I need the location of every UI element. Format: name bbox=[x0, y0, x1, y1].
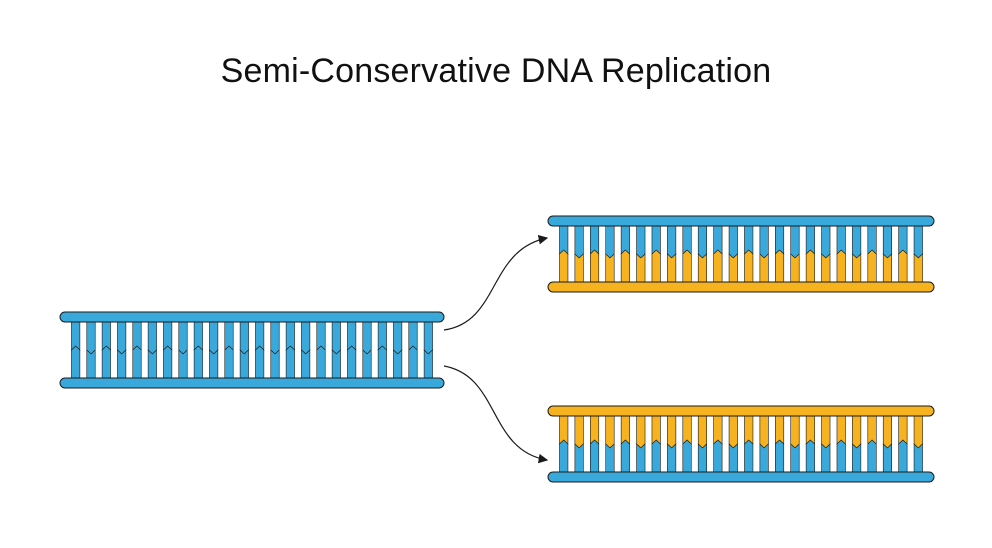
base-pair bbox=[805, 415, 815, 473]
base-pair bbox=[728, 415, 738, 473]
base-pair bbox=[270, 321, 280, 379]
base-pair bbox=[651, 225, 661, 283]
base-pair bbox=[620, 225, 630, 283]
base-pair bbox=[301, 321, 311, 379]
base-pair bbox=[636, 225, 646, 283]
base-pair bbox=[590, 225, 600, 283]
daughter-dna-1 bbox=[547, 215, 935, 293]
top-strand bbox=[547, 215, 935, 227]
base-pair bbox=[667, 225, 677, 283]
bottom-strand bbox=[547, 281, 935, 293]
base-pair bbox=[574, 225, 584, 283]
base-pair bbox=[71, 321, 81, 379]
base-pair bbox=[362, 321, 372, 379]
base-pair bbox=[852, 225, 862, 283]
base-pair bbox=[117, 321, 127, 379]
base-pair bbox=[805, 225, 815, 283]
base-pair bbox=[193, 321, 203, 379]
daughter-dna-2 bbox=[547, 405, 935, 483]
base-pair bbox=[775, 225, 785, 283]
base-pair bbox=[605, 415, 615, 473]
base-pair bbox=[393, 321, 403, 379]
base-pair bbox=[913, 415, 923, 473]
base-pair bbox=[605, 225, 615, 283]
base-pair bbox=[882, 415, 892, 473]
base-pair bbox=[713, 415, 723, 473]
base-pair bbox=[377, 321, 387, 379]
base-pair bbox=[574, 415, 584, 473]
base-pair bbox=[821, 225, 831, 283]
base-pair bbox=[913, 225, 923, 283]
base-pair bbox=[697, 415, 707, 473]
base-pair bbox=[882, 225, 892, 283]
base-pair bbox=[209, 321, 219, 379]
parent-dna bbox=[59, 311, 445, 389]
diagram-title: Semi-Conservative DNA Replication bbox=[220, 52, 772, 90]
base-pair bbox=[559, 415, 569, 473]
bottom-strand bbox=[59, 377, 445, 389]
base-pair bbox=[316, 321, 326, 379]
base-pair bbox=[867, 225, 877, 283]
base-pair bbox=[224, 321, 234, 379]
base-pair bbox=[636, 415, 646, 473]
base-pair bbox=[867, 415, 877, 473]
base-pair bbox=[101, 321, 111, 379]
base-pair bbox=[821, 415, 831, 473]
base-pair bbox=[147, 321, 157, 379]
base-pair bbox=[86, 321, 96, 379]
base-pair bbox=[178, 321, 188, 379]
top-strand bbox=[547, 405, 935, 417]
base-pair bbox=[898, 415, 908, 473]
base-pair bbox=[713, 225, 723, 283]
base-pair bbox=[132, 321, 142, 379]
base-pair bbox=[347, 321, 357, 379]
base-pair bbox=[898, 225, 908, 283]
bottom-strand bbox=[547, 471, 935, 483]
base-pair bbox=[590, 415, 600, 473]
base-pair bbox=[423, 321, 433, 379]
base-pair bbox=[667, 415, 677, 473]
base-pair bbox=[651, 415, 661, 473]
base-pair bbox=[744, 225, 754, 283]
top-strand bbox=[59, 311, 445, 323]
base-pair bbox=[759, 225, 769, 283]
base-pair bbox=[852, 415, 862, 473]
base-pair bbox=[620, 415, 630, 473]
base-pair bbox=[697, 225, 707, 283]
base-pair bbox=[255, 321, 265, 379]
base-pair bbox=[836, 415, 846, 473]
base-pair bbox=[836, 225, 846, 283]
arrow-to-daughter-1 bbox=[443, 234, 549, 331]
base-pair bbox=[559, 225, 569, 283]
base-pair bbox=[728, 225, 738, 283]
base-pair bbox=[285, 321, 295, 379]
base-pair bbox=[775, 415, 785, 473]
base-pair bbox=[682, 415, 692, 473]
base-pair bbox=[408, 321, 418, 379]
base-pair bbox=[163, 321, 173, 379]
base-pair bbox=[759, 415, 769, 473]
base-pair bbox=[239, 321, 249, 379]
arrow-to-daughter-2 bbox=[443, 365, 549, 464]
base-pair bbox=[682, 225, 692, 283]
base-pair bbox=[790, 415, 800, 473]
base-pair bbox=[790, 225, 800, 283]
base-pair bbox=[744, 415, 754, 473]
base-pair bbox=[331, 321, 341, 379]
